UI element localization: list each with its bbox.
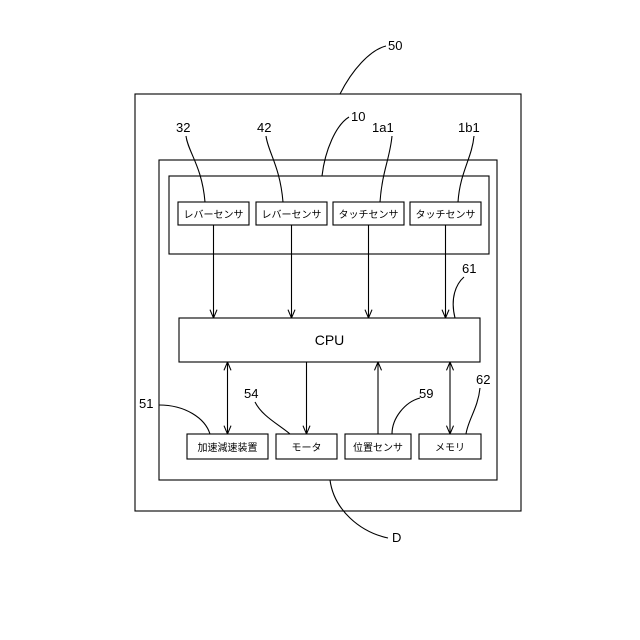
leader-50 — [340, 46, 386, 94]
cpu-label: CPU — [315, 332, 345, 348]
sensor-label-1a1: タッチセンサ — [339, 209, 399, 221]
leader-59 — [392, 398, 420, 434]
sensor-label-42: レバーセンサ — [262, 209, 322, 221]
leader-d — [330, 480, 388, 538]
ref-1a1: 1a1 — [372, 120, 394, 135]
memory-label: メモリ — [435, 443, 465, 454]
leader-54 — [255, 402, 290, 434]
motor-label: モータ — [292, 442, 322, 454]
pos-sensor-label: 位置センサ — [353, 441, 403, 454]
ref-42: 42 — [257, 120, 271, 135]
leader-32 — [186, 136, 205, 202]
leader-1b1 — [458, 136, 474, 202]
ref-1b1: 1b1 — [458, 120, 480, 135]
ref-10: 10 — [351, 109, 365, 124]
sensor-label-1b1: タッチセンサ — [416, 209, 476, 221]
ref-61: 61 — [462, 261, 476, 276]
ref-50: 50 — [388, 38, 402, 53]
leader-51 — [159, 405, 210, 434]
accel-label: 加速減速装置 — [198, 441, 258, 454]
leader-61 — [453, 277, 464, 318]
leader-62 — [466, 388, 480, 434]
sensor-label-32: レバーセンサ — [184, 209, 244, 221]
ref-59: 59 — [419, 386, 433, 401]
ref-54: 54 — [244, 386, 258, 401]
ref-62: 62 — [476, 372, 490, 387]
ref-d: D — [392, 530, 401, 545]
leader-10 — [322, 117, 349, 176]
ref-51: 51 — [139, 396, 153, 411]
leader-1a1 — [380, 136, 392, 202]
ref-32: 32 — [176, 120, 190, 135]
leader-42 — [266, 136, 283, 202]
